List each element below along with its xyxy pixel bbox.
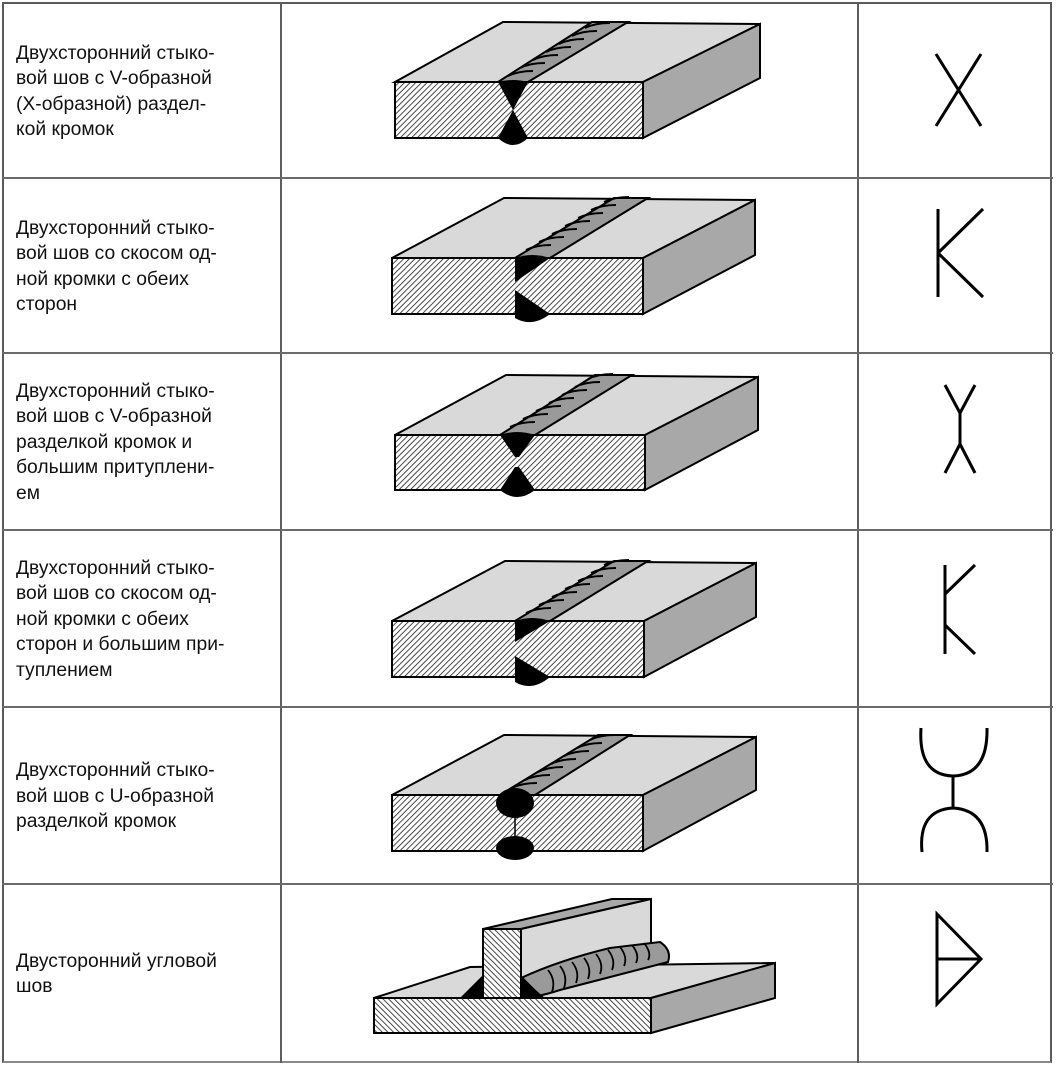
description-line: Двухсторонний стыко- xyxy=(16,760,215,782)
table-row-description: Двухсторонний стыко- вой шов с U-образно… xyxy=(16,708,271,885)
description-line: Двухсторонний стыко- xyxy=(16,42,215,64)
description-line: туплением xyxy=(16,659,113,681)
description-line: шов xyxy=(16,976,53,997)
row-divider xyxy=(2,177,1053,179)
column-divider xyxy=(280,2,282,1063)
double-v-broad-root-weld-illustration xyxy=(394,373,759,497)
description-line: ной кромки с обеих xyxy=(16,268,189,290)
double-u-butt-weld-illustration xyxy=(391,733,757,860)
double-y-symbol-icon xyxy=(943,384,977,474)
k-symbol-icon xyxy=(936,207,985,299)
description-line: ной кромки с обеих xyxy=(16,608,189,630)
description-line: (X-образной) раздел- xyxy=(16,93,207,115)
description-line: вой шов с V-образной xyxy=(16,406,212,428)
description-line: вой шов с U-образной xyxy=(16,785,214,807)
double-fillet-weld-illustration xyxy=(373,897,776,1035)
description-line: вой шов со скосом од- xyxy=(16,583,217,605)
row-divider xyxy=(2,352,1053,354)
table-row-description: Двухсторонний стыко- вой шов со скосом о… xyxy=(16,531,271,708)
double-bevel-broad-root-weld-illustration xyxy=(391,559,757,686)
double-u-symbol-icon xyxy=(919,727,989,853)
description-line: Двухсторонний стыко- xyxy=(16,380,215,402)
description-line: Двусторонний угловой xyxy=(16,950,217,972)
row-divider xyxy=(2,706,1053,708)
x-symbol-icon xyxy=(934,53,983,127)
row-divider xyxy=(2,883,1053,885)
table-row-description: Двухсторонний стыко- вой шов с V-образно… xyxy=(16,4,271,179)
description-line: ем xyxy=(16,482,40,504)
description-line: сторон и большим при- xyxy=(16,634,225,656)
description-line: кой кромок xyxy=(16,119,114,140)
double-bevel-butt-weld-illustration xyxy=(391,196,756,323)
double-fillet-symbol-icon xyxy=(935,910,984,1008)
description-line: вой шов с V-образной xyxy=(16,68,212,89)
description-line: Двухсторонний стыко- xyxy=(16,557,215,579)
description-line: разделкой кромок и xyxy=(16,431,193,453)
double-v-butt-weld-illustration xyxy=(391,20,761,145)
double-bevel-broad-root-symbol-icon xyxy=(943,563,977,656)
table-row-description: Двухсторонний стыко- вой шов со скосом о… xyxy=(16,179,271,354)
row-divider xyxy=(2,529,1053,531)
description-line: сторон xyxy=(16,294,78,315)
description-line: вой шов со скосом од- xyxy=(16,243,217,264)
description-line: Двухсторонний стыко- xyxy=(16,217,215,239)
table-row-description: Двухсторонний стыко- вой шов с V-образно… xyxy=(16,354,271,531)
description-line: большим притуплени- xyxy=(16,457,215,479)
table-row-description: Двусторонний угловой шов xyxy=(16,885,271,1063)
description-line: разделкой кромок xyxy=(16,811,177,833)
column-divider xyxy=(857,2,859,1063)
